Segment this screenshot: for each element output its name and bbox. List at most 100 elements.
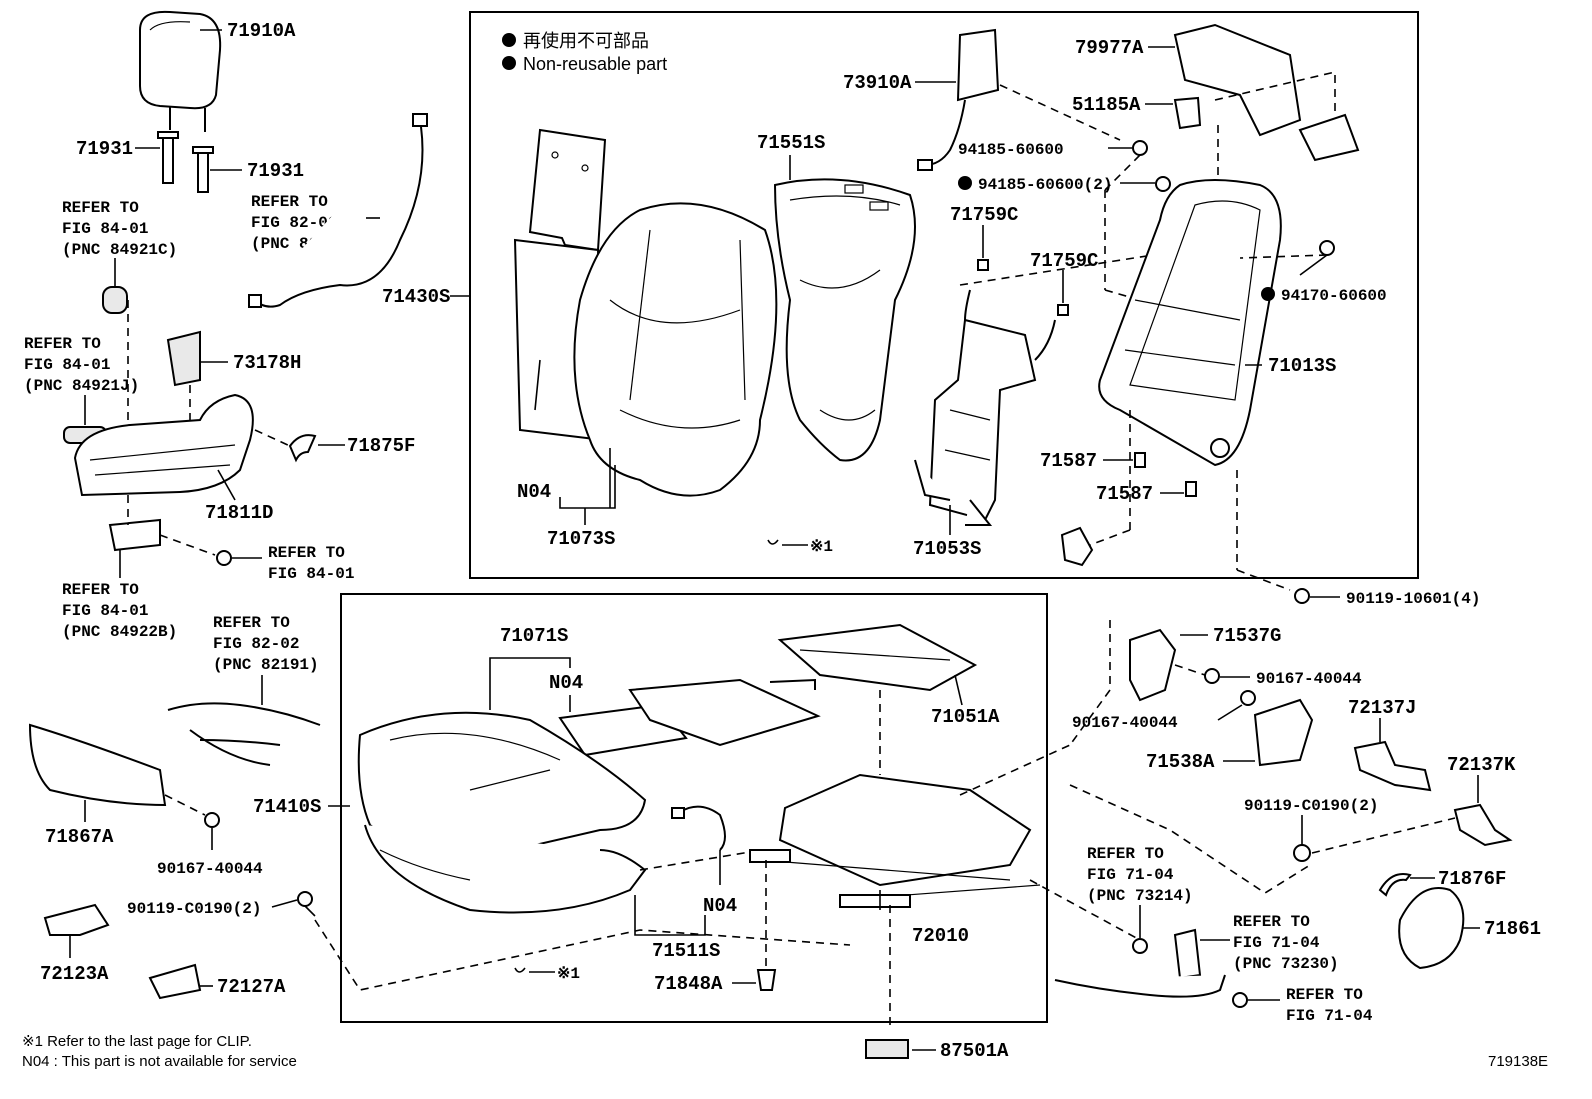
svg-text:FIG 84-01: FIG 84-01 [62,602,148,620]
lumbar-support-71053S[interactable] [914,289,1056,526]
bracket[interactable] [108,518,161,552]
refer-fig-84-01-84921J[interactable]: REFER TO FIG 84-01 (PNC 84921J) [24,335,139,395]
refer-fig-71-04-73230[interactable]: REFER TO FIG 71-04 (PNC 73230) [1233,913,1339,973]
label-N04-harness: N04 [703,895,737,917]
switch-knob[interactable] [102,286,128,314]
harness-connector [412,113,428,127]
nut-94185-icon[interactable] [1132,140,1148,156]
clip-71587[interactable] [1185,481,1197,497]
refer-fig-82-02-82191[interactable]: REFER TO FIG 82-02 (PNC 82191) [213,614,319,674]
bolt-90119-C0190-icon[interactable] [1293,844,1311,862]
footnote-clip: ※1 Refer to the last page for CLIP. [22,1033,252,1050]
cushion-heater-frame-71051A[interactable] [777,623,978,692]
side-shield-71811D[interactable] [73,393,254,497]
refer-fig-71-04[interactable]: REFER TO FIG 71-04 [1286,986,1373,1025]
label-71867A: 71867A [45,826,114,848]
buckle-wire[interactable] [1054,974,1226,998]
wire-harness-8219A[interactable] [254,119,424,308]
cover-72137J[interactable] [1353,740,1432,792]
refer-fig-71-04-73214[interactable]: REFER TO FIG 71-04 (PNC 73214) [1087,845,1193,905]
cushion-group-box [340,593,1048,1023]
seatback-cover-71073S[interactable] [513,128,778,497]
cover-71537G[interactable] [1129,628,1177,702]
label-72123A: 72123A [40,963,109,985]
label-71587-upper: 71587 [1040,450,1097,472]
label-71051A: 71051A [931,706,1000,728]
bracket-51185A[interactable] [1173,96,1202,130]
seat-heater-element[interactable] [628,678,821,747]
bolt-90119-icon[interactable] [1294,588,1310,604]
side-airbag-73910A[interactable] [917,28,1000,171]
svg-text:FIG 82-02: FIG 82-02 [251,214,337,232]
cover-71876F[interactable] [1378,873,1412,897]
label-73178H: 73178H [233,352,301,374]
label-71013S: 71013S [1268,355,1336,377]
label-87501A: 87501A [940,1040,1009,1062]
non-reusable-dot-icon [958,176,972,190]
svg-text:REFER TO: REFER TO [213,614,290,632]
svg-text:REFER TO: REFER TO [1087,845,1164,863]
svg-text:(PNC 84922B): (PNC 84922B) [62,623,177,641]
seat-pocket-73178H[interactable] [166,330,201,387]
refer-fig-84-01[interactable]: REFER TO FIG 84-01 [268,544,354,583]
screw-90167-icon[interactable] [1240,690,1256,706]
cushion-wire-harness-82191[interactable] [167,702,321,766]
svg-text:REFER TO: REFER TO [62,581,139,599]
label-71861: 71861 [1484,918,1541,940]
clip-71848A[interactable] [756,969,777,991]
label-71759C-top: 71759C [950,204,1018,226]
label-71910A: 71910A [227,20,296,42]
label-71931-left: 71931 [76,138,133,160]
cushion-side-cover-71867A[interactable] [28,723,167,807]
cover-72137K[interactable] [1453,803,1513,847]
headrest-71910A[interactable] [139,10,222,132]
label-71430S: 71430S [382,286,450,308]
seat-cushion-71410S[interactable] [357,711,647,914]
label-N04-seatback: N04 [517,481,551,503]
svg-text:REFER TO: REFER TO [251,193,328,211]
legend-jp: 再使用不可部品 [523,31,649,51]
refer-fig-82-02-8219A[interactable]: REFER TO FIG 82-02 (PNC 8219A) [251,193,357,253]
screw-90167-icon[interactable] [204,812,220,828]
cover-72127A[interactable] [148,963,202,1000]
label-72137J: 72137J [1348,697,1416,719]
cover-clip[interactable] [1060,526,1094,567]
clip-71759C[interactable] [1057,304,1069,316]
screw-90167-icon[interactable] [1204,668,1220,684]
seat-belt-buckle[interactable] [1173,928,1202,980]
label-94185-60600-2: 94185-60600(2) [978,176,1112,194]
sensor-87501A[interactable] [865,1039,909,1059]
headrest-guide-71931[interactable] [157,131,214,193]
label-71876F: 71876F [1438,868,1506,890]
clip-icon [767,539,779,545]
bolt-90119-C0190-icon[interactable] [297,891,313,907]
clip-71587[interactable] [1134,452,1146,468]
cushion-wire-71511S[interactable] [679,805,726,851]
seat-track-72010[interactable] [749,773,1041,908]
label-73910A: 73910A [843,72,912,94]
refer-fig-84-01-84921C[interactable]: REFER TO FIG 84-01 (PNC 84921C) [62,199,177,259]
label-72127A: 72127A [217,976,286,998]
clip-71759C[interactable] [977,259,989,271]
cover-72123A[interactable] [43,903,110,936]
cover-71538A[interactable] [1253,698,1314,767]
svg-text:(PNC 73230): (PNC 73230) [1233,955,1339,973]
nut-94170-icon[interactable] [1319,240,1335,256]
clip-icon [514,967,526,973]
screw-icon[interactable] [216,550,232,566]
seatback-frame-71013S[interactable] [1098,179,1282,467]
svg-text:REFER TO: REFER TO [62,199,139,217]
label-71551S: 71551S [757,132,825,154]
refer-fig-84-01-84922B[interactable]: REFER TO FIG 84-01 (PNC 84922B) [62,581,177,641]
nut-94185-2-icon[interactable] [1155,176,1171,192]
svg-text:REFER TO: REFER TO [1286,986,1363,1004]
recliner-cover-71861[interactable] [1398,887,1465,970]
cover-71875F[interactable] [288,434,317,463]
bolt-icon[interactable] [1232,992,1248,1008]
non-reusable-dot-icon [502,56,516,70]
headrest-support-79977A[interactable] [1173,23,1360,162]
svg-text:REFER TO: REFER TO [24,335,101,353]
clip-marker-cushion: ※1 [557,965,580,983]
seatback-pad-71551S[interactable] [773,178,916,462]
nut-icon[interactable] [1132,938,1148,954]
